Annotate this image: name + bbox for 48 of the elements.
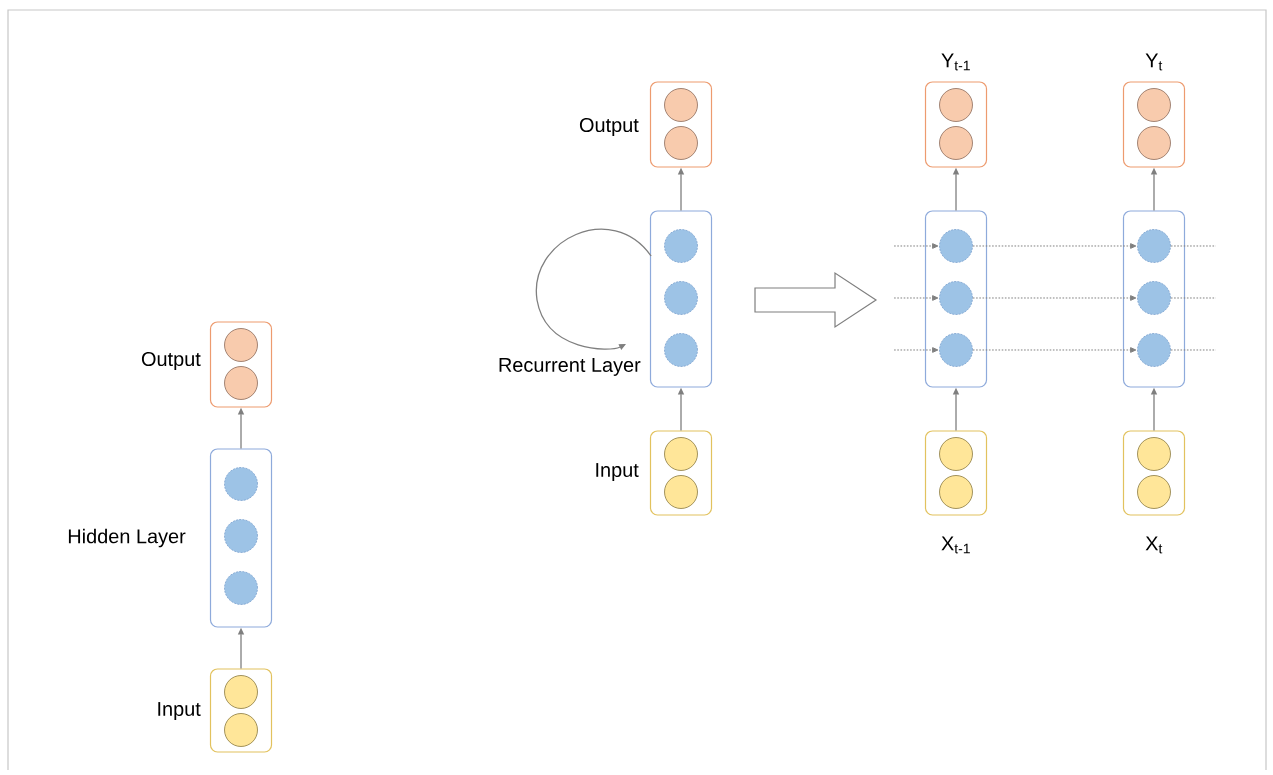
dotted-arrow: [893, 243, 939, 249]
neuron-circle: [939, 475, 973, 509]
dotted-arrow: [893, 295, 939, 301]
neuron-circle: [664, 281, 698, 315]
neuron-circle: [1137, 229, 1171, 263]
neuron-circle: [1137, 475, 1171, 509]
neuron-circle: [1137, 333, 1171, 367]
node-label: Recurrent Layer: [499, 358, 641, 376]
node-label: Y$_{t-1}$: [941, 53, 970, 71]
loop-arrow: [535, 228, 652, 350]
neuron-circle: [224, 519, 258, 553]
neuron-circle: [939, 126, 973, 160]
dotted-line: [1170, 245, 1217, 247]
node-label: X$_{t-1}$: [941, 536, 970, 554]
neuron-circle: [939, 437, 973, 471]
neuron-circle: [1137, 126, 1171, 160]
dotted-arrow: [972, 295, 1137, 301]
neuron-circle: [939, 88, 973, 122]
neuron-circle: [224, 467, 258, 501]
neuron-circle: [664, 88, 698, 122]
neuron-circle: [664, 475, 698, 509]
neuron-circle: [1137, 88, 1171, 122]
node-label: Output: [141, 351, 201, 371]
neuron-circle: [224, 713, 258, 747]
dotted-line: [1170, 297, 1217, 299]
node-label: Hidden Layer: [68, 528, 186, 548]
dotted-arrow: [972, 243, 1137, 249]
node-label: Input: [158, 702, 201, 720]
neuron-circle: [1137, 281, 1171, 315]
neuron-circle: [224, 675, 258, 709]
neuron-circle: [224, 328, 258, 362]
dotted-arrow: [972, 347, 1137, 353]
neuron-circle: [939, 333, 973, 367]
node-label: Output: [579, 117, 639, 137]
node-label: Y$_{t}$: [1145, 53, 1163, 71]
neuron-circle: [664, 229, 698, 263]
dotted-arrow: [893, 347, 939, 353]
neuron-circle: [664, 437, 698, 471]
neuron-circle: [664, 333, 698, 367]
neuron-circle: [664, 126, 698, 160]
dotted-line: [1170, 349, 1217, 351]
neuron-circle: [224, 366, 258, 400]
neuron-circle: [939, 281, 973, 315]
neuron-circle: [939, 229, 973, 263]
node-label: X$_{t}$: [1145, 536, 1163, 554]
neuron-circle: [1137, 437, 1171, 471]
neuron-circle: [224, 571, 258, 605]
node-label: Input: [596, 463, 639, 481]
